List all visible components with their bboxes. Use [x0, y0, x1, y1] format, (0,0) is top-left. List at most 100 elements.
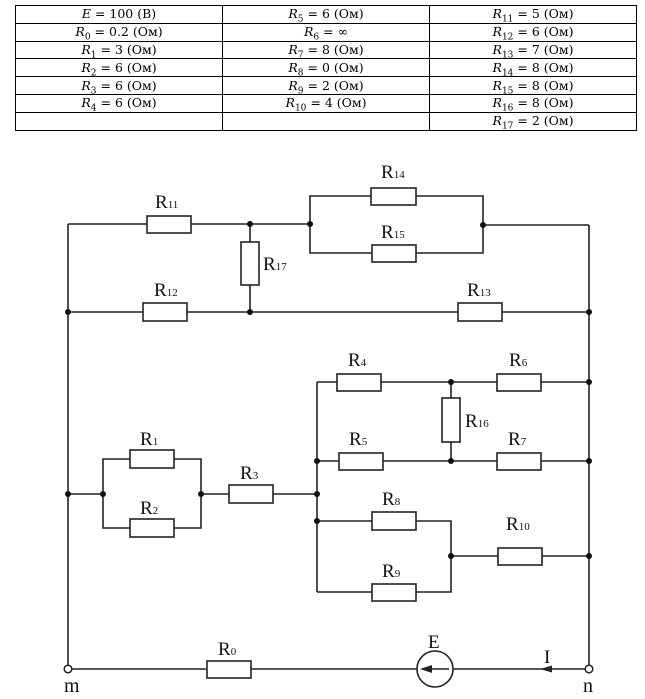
label-r1: R1	[140, 429, 158, 450]
label-main: R	[381, 222, 394, 243]
param-symbol: R	[81, 95, 91, 111]
label-subscript: 9	[395, 568, 401, 580]
node	[307, 221, 313, 227]
param-value: = ∞	[323, 24, 348, 40]
label-main: R	[263, 254, 276, 275]
table-row: R4 = 6 (Ом)R10 = 4 (Ом)R16 = 8 (Ом)	[15, 93, 637, 114]
node	[480, 222, 486, 228]
node	[314, 491, 320, 497]
node	[586, 379, 592, 385]
resistor-r7	[496, 452, 542, 471]
param-symbol: R	[303, 24, 314, 40]
label-r17: R17	[263, 254, 287, 275]
label-main: R	[509, 350, 522, 371]
param-value: = 4 (Ом)	[310, 95, 367, 111]
param-symbol: R	[492, 24, 502, 40]
emf-source	[416, 650, 454, 688]
label-subscript: 14	[394, 169, 406, 181]
param-subscript: 13	[501, 50, 514, 61]
param-value: = 6 (Ом)	[100, 95, 157, 111]
label-main: R	[381, 162, 394, 183]
current-arrow-icon	[540, 665, 552, 673]
param-subscript: 5	[297, 14, 304, 25]
label-subscript: 11	[168, 199, 179, 211]
param-value: = 0.2 (Ом)	[94, 24, 163, 40]
label-main: R	[465, 411, 478, 432]
label-r15: R15	[381, 222, 405, 243]
label-subscript: 17	[276, 261, 288, 273]
param-symbol: R	[288, 6, 298, 22]
param-symbol: R	[492, 95, 502, 111]
resistor-r2	[129, 518, 175, 538]
node	[448, 458, 454, 464]
label-main: R	[467, 280, 480, 301]
terminal-n	[584, 664, 594, 674]
param-symbol: R	[81, 41, 91, 57]
param-symbol: R	[492, 77, 502, 93]
param-symbol: R	[288, 77, 298, 93]
label-subscript: 10	[519, 521, 531, 533]
param-value: = 7 (Ом)	[517, 41, 574, 57]
table-cell: R4 = 6 (Ом)	[15, 93, 223, 114]
label-r6: R6	[509, 350, 528, 371]
param-subscript: 16	[501, 103, 514, 114]
param-subscript: 12	[501, 32, 514, 43]
resistor-r12	[142, 302, 188, 322]
param-subscript: 3	[90, 86, 97, 97]
wire-r14-r15	[309, 195, 589, 254]
label-r3: R3	[240, 463, 259, 484]
param-value: = 8 (Ом)	[517, 59, 574, 75]
table-cell: R15 = 8 (Ом)	[429, 76, 637, 97]
label-subscript: 1	[153, 436, 159, 448]
param-subscript: 10	[294, 103, 307, 114]
table-cell: R2 = 6 (Ом)	[15, 58, 223, 78]
label-main: R	[140, 429, 153, 450]
param-subscript: 4	[90, 103, 97, 114]
resistor-r8	[371, 511, 417, 531]
label-subscript: 12	[167, 287, 178, 299]
param-symbol: E	[81, 6, 91, 22]
label-r7: R7	[508, 429, 527, 450]
label-main: R	[218, 639, 231, 660]
param-symbol: R	[75, 24, 85, 40]
label-main: R	[506, 514, 519, 535]
param-subscript: 9	[297, 86, 304, 97]
param-subscript: 14	[501, 68, 514, 79]
resistor-r17	[240, 241, 260, 286]
resistor-r5	[338, 452, 384, 471]
node	[314, 518, 320, 524]
label-main: R	[508, 429, 521, 450]
resistor-r1	[129, 449, 175, 469]
node	[586, 309, 592, 315]
node	[448, 553, 454, 559]
label-subscript: 15	[394, 229, 406, 241]
label-r16: R16	[465, 411, 489, 432]
resistor-r3	[228, 484, 274, 504]
label-r8: R8	[382, 489, 401, 510]
param-subscript: 1	[90, 50, 97, 61]
label-subscript: 16	[478, 418, 490, 430]
param-symbol: R	[288, 41, 298, 57]
param-value: = 5 (Ом)	[517, 6, 574, 22]
resistors	[129, 187, 543, 679]
param-subscript: 15	[501, 86, 514, 97]
label-subscript: 5	[362, 436, 368, 448]
resistor-r13	[457, 302, 503, 322]
param-value: = 2 (Ом)	[517, 113, 574, 129]
label-subscript: 8	[395, 496, 401, 508]
param-symbol: R	[492, 59, 502, 75]
label-r9: R9	[382, 561, 401, 582]
source-label: E	[428, 632, 440, 653]
node	[247, 221, 253, 227]
label-main: R	[155, 192, 168, 213]
table-cell: R5 = 6 (Ом)	[222, 5, 430, 25]
param-subscript: 0	[84, 32, 91, 43]
label-subscript: 0	[231, 646, 237, 658]
param-subscript: 8	[297, 68, 304, 79]
param-subscript: 6	[313, 32, 320, 43]
table-row: R3 = 6 (Ом)R9 = 2 (Ом)R15 = 8 (Ом)	[15, 76, 637, 97]
param-symbol: R	[285, 95, 295, 111]
resistor-r15	[371, 244, 417, 263]
resistor-r4	[336, 373, 382, 392]
junction-nodes	[65, 221, 592, 559]
